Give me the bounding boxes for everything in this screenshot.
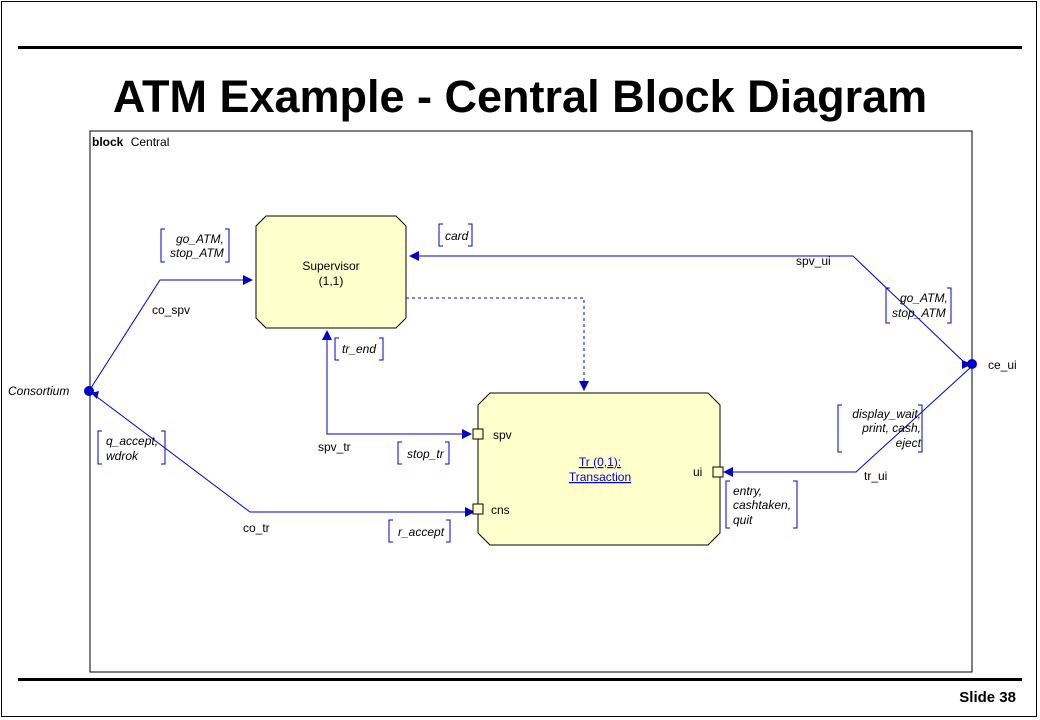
port-cns-label: cns	[491, 503, 510, 517]
svg-text:r_accept: r_accept	[398, 525, 445, 539]
channel-spv-tr[interactable]	[326, 333, 472, 439]
port-ui-icon[interactable]	[712, 466, 724, 478]
signal-list-stop-tr: stop_tr	[397, 441, 450, 465]
svg-text:q_accept,: q_accept,	[106, 434, 158, 448]
transaction-block[interactable]: Tr (0,1): Transaction	[477, 392, 721, 546]
frame-keyword: block	[92, 135, 124, 149]
channel-tr-ui[interactable]	[723, 367, 971, 477]
ce-ui-label: ce_ui	[988, 358, 1017, 372]
ce-ui-arrow-icon	[962, 360, 972, 369]
signal-list-display-print-eject: display_wait, print, cash, eject	[837, 404, 923, 453]
svg-text:stop_ATM: stop_ATM	[170, 246, 224, 260]
signal-list-q-accept-wdrok: q_accept, wdrok	[97, 430, 166, 465]
channel-spv-ui[interactable]	[409, 251, 968, 366]
svg-text:stop_ATM: stop_ATM	[892, 306, 946, 320]
port-cns-icon[interactable]	[472, 503, 484, 515]
svg-text:cashtaken,: cashtaken,	[733, 498, 791, 512]
channel-tr-ui-label: tr_ui	[864, 469, 887, 483]
block-frame	[89, 130, 973, 673]
channel-spv-ui-label: spv_ui	[796, 254, 831, 268]
svg-text:display_wait,: display_wait,	[852, 407, 921, 421]
create-line	[406, 297, 589, 391]
svg-text:card: card	[445, 229, 469, 243]
signal-list-card: card	[438, 223, 473, 247]
transaction-type-link[interactable]: Transaction	[569, 470, 631, 484]
svg-text:eject: eject	[896, 436, 922, 450]
channel-co-tr-label: co_tr	[243, 521, 270, 535]
port-spv-icon[interactable]	[472, 428, 484, 440]
bottom-rule	[18, 678, 1022, 681]
slide-title: ATM Example - Central Block Diagram	[112, 71, 928, 122]
svg-text:wdrok: wdrok	[106, 449, 139, 463]
channel-spv-tr-label: spv_tr	[318, 440, 351, 454]
channel-co-spv-label: co_spv	[152, 303, 190, 317]
channel-spv-tr-up-arrow-icon	[322, 330, 332, 340]
svg-text:entry,: entry,	[733, 484, 762, 498]
channel-co-tr-reverse-arrow-icon	[91, 391, 99, 399]
channel-co-tr[interactable]	[88, 390, 475, 517]
port-ui-label: ui	[693, 465, 702, 479]
signal-list-entry-cashtaken-quit: entry, cashtaken, quit	[725, 480, 798, 529]
frame-label: block Central	[92, 135, 169, 149]
supervisor-name: Supervisor	[302, 259, 359, 273]
signal-list-go-stop-left: go_ATM, stop_ATM	[160, 228, 230, 263]
signal-list-go-stop-right: go_ATM, stop_ATM	[885, 287, 952, 324]
supervisor-multiplicity: (1,1)	[319, 274, 344, 288]
svg-text:quit: quit	[733, 513, 753, 527]
signal-list-r-accept: r_accept	[388, 519, 451, 543]
channel-co-spv[interactable]	[88, 275, 253, 392]
frame-name: Central	[131, 135, 170, 149]
signal-list-tr-end: tr_end	[334, 337, 384, 361]
top-rule	[18, 46, 1022, 49]
svg-text:go_ATM,: go_ATM,	[900, 291, 948, 305]
port-spv-label: spv	[493, 428, 512, 442]
svg-text:tr_end: tr_end	[342, 342, 376, 356]
supervisor-block[interactable]: Supervisor (1,1)	[255, 215, 407, 329]
slide-number: Slide 38	[959, 689, 1016, 706]
consortium-label: Consortium	[8, 384, 69, 398]
svg-text:print, cash,: print, cash,	[861, 421, 921, 435]
transaction-name-link[interactable]: Tr (0,1):	[579, 455, 621, 469]
svg-text:stop_tr: stop_tr	[407, 447, 445, 461]
svg-text:go_ATM,: go_ATM,	[176, 232, 224, 246]
